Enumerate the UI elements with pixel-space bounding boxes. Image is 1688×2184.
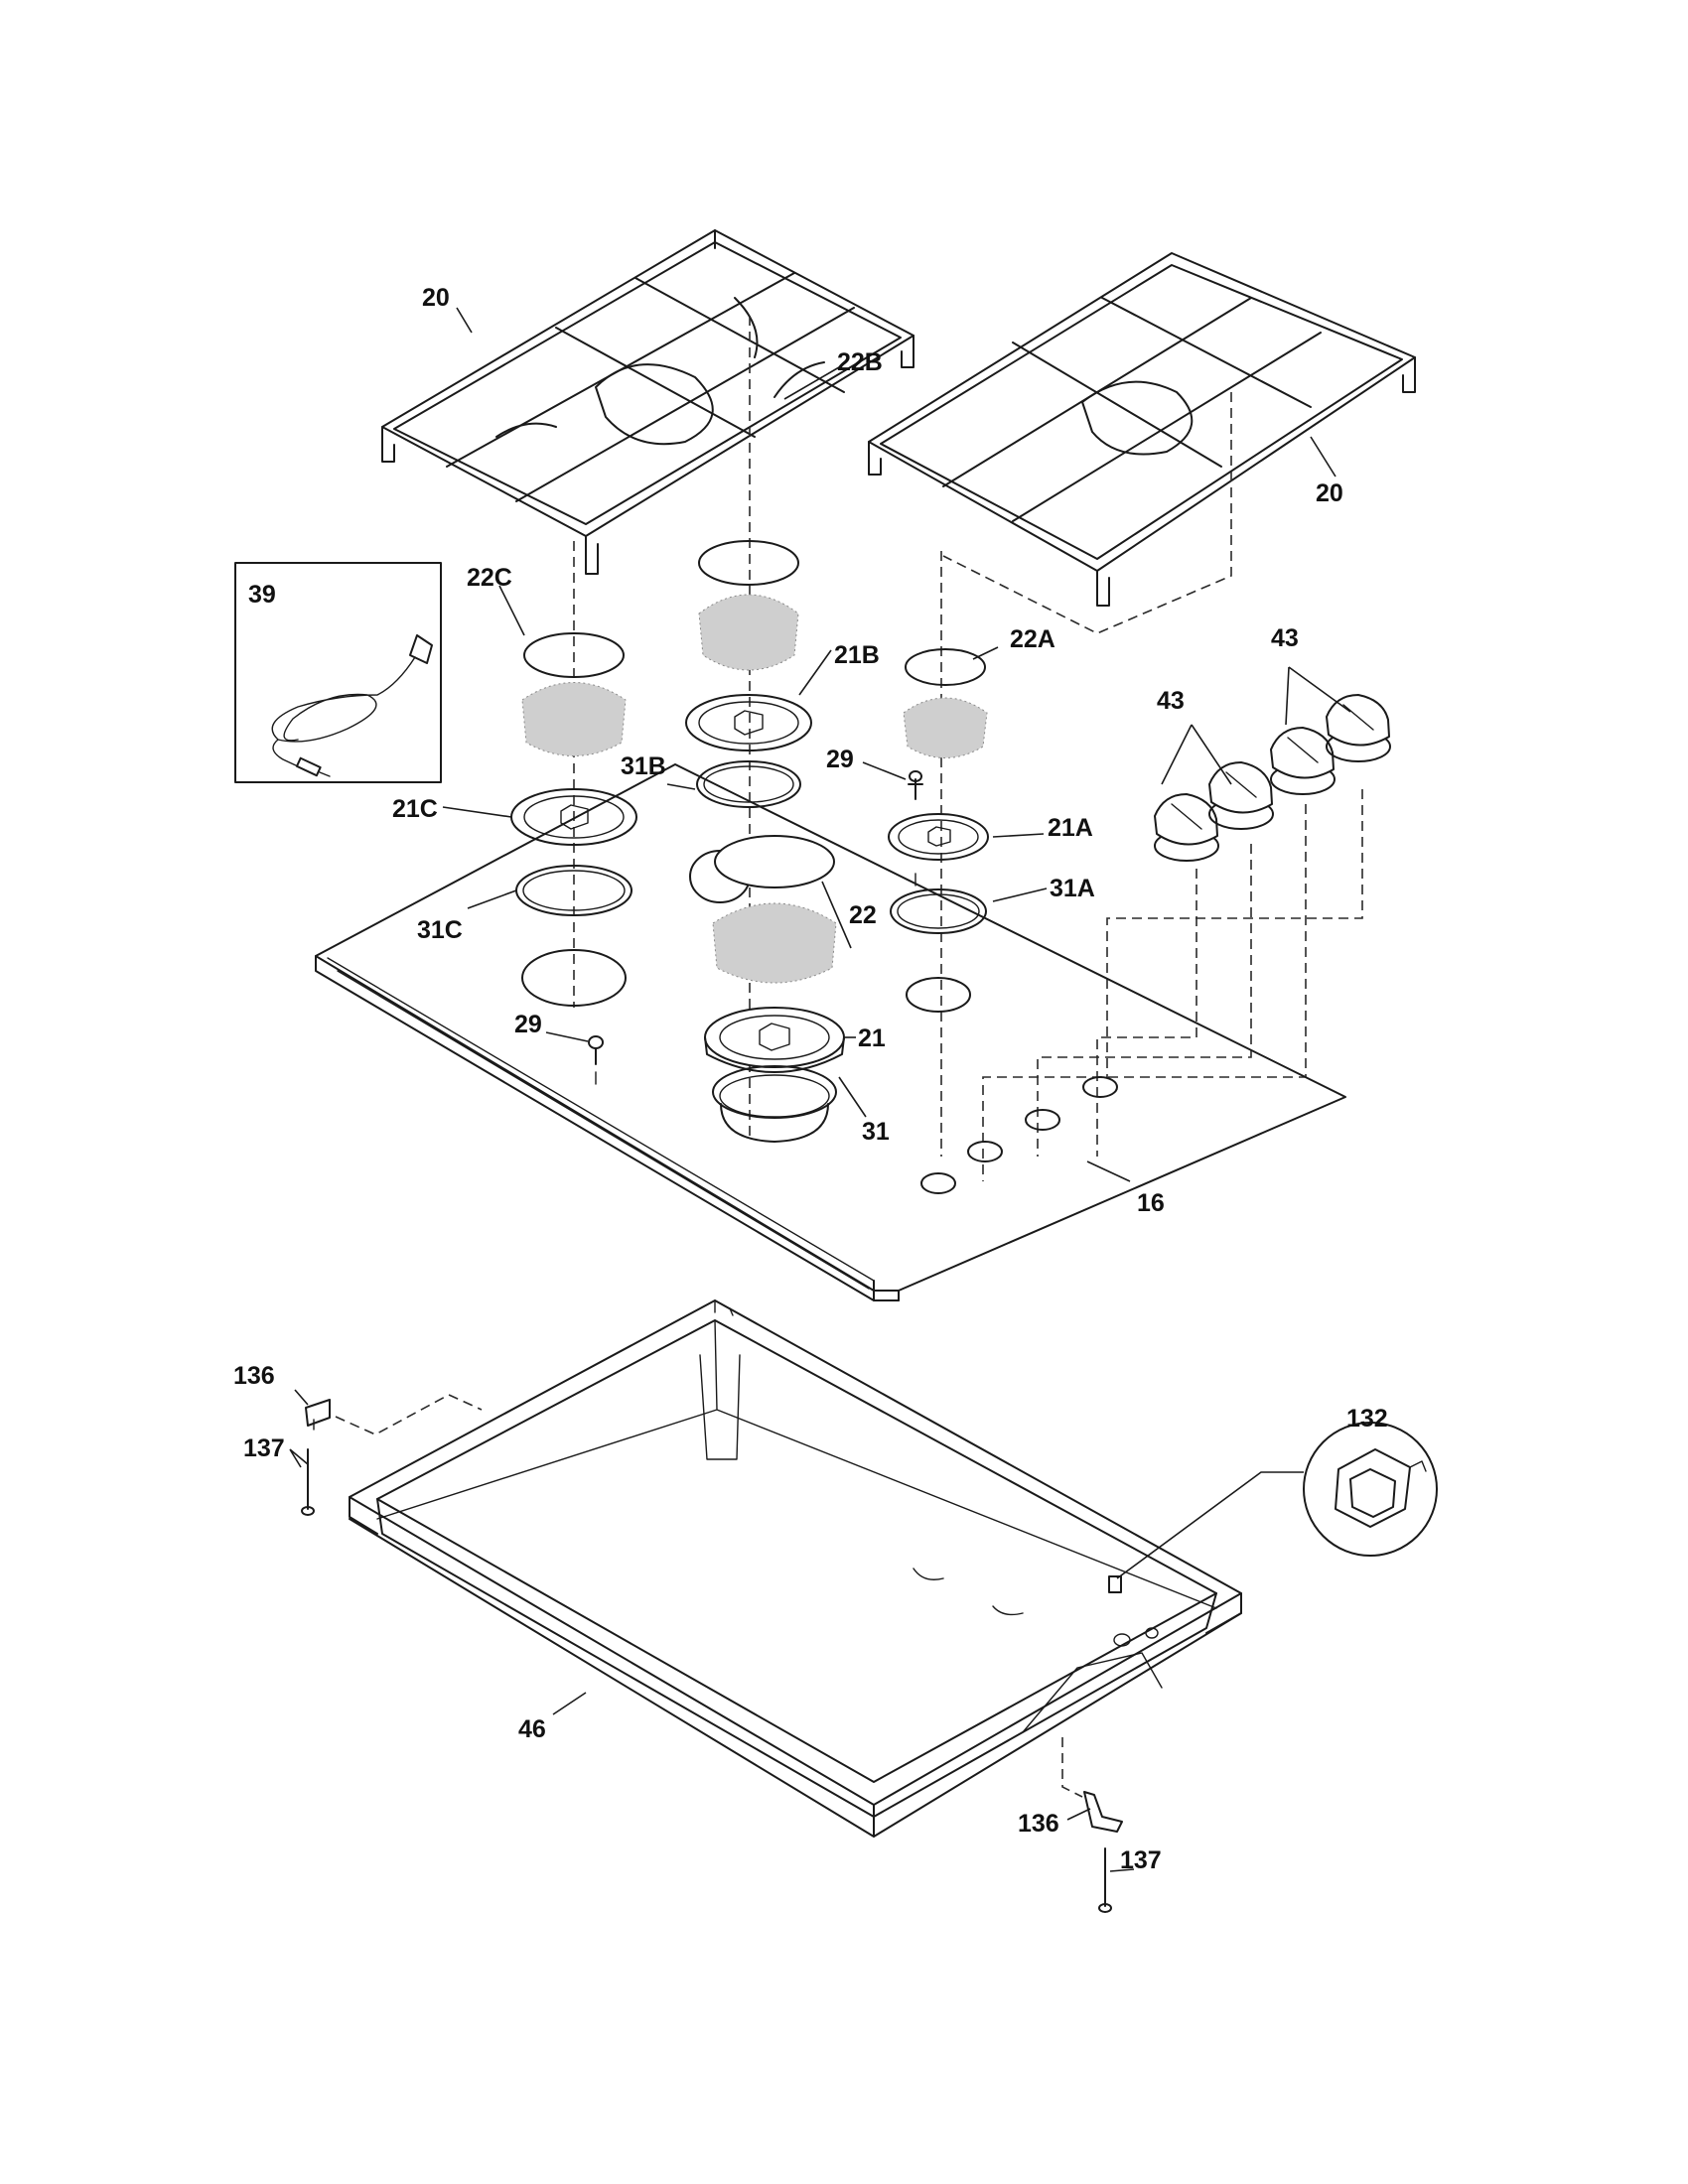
burner-center-rear	[685, 540, 812, 808]
callout-21c: 21C	[392, 795, 438, 823]
power-cord-box	[234, 562, 442, 783]
callout-29-lower: 29	[514, 1011, 542, 1038]
callout-31b: 31B	[621, 752, 666, 780]
burner-box	[349, 1299, 1242, 1838]
knob-2	[1208, 761, 1274, 830]
callout-21b: 21B	[834, 641, 880, 669]
callout-136-left: 136	[233, 1362, 275, 1390]
callout-31: 31	[862, 1118, 890, 1146]
callout-21a: 21A	[1048, 814, 1093, 842]
screw-left	[301, 1448, 315, 1516]
callout-31c: 31C	[417, 916, 463, 944]
callout-132: 132	[1346, 1405, 1388, 1433]
callout-22c: 22C	[467, 564, 512, 592]
electrode-lower	[588, 1035, 604, 1085]
assembly-lines	[335, 316, 1363, 1798]
callout-20-left: 20	[422, 284, 450, 312]
screw-right	[1098, 1847, 1112, 1913]
cooktop	[315, 763, 1346, 1301]
callout-22: 22	[849, 901, 877, 929]
callout-43-left: 43	[1157, 687, 1185, 715]
callout-22b: 22B	[837, 348, 883, 376]
callout-31a: 31A	[1050, 875, 1095, 902]
bracket-left	[305, 1399, 331, 1431]
burner-left	[510, 632, 637, 1007]
callout-137-left: 137	[243, 1434, 285, 1462]
callout-46: 46	[518, 1715, 546, 1743]
burner-right	[888, 648, 989, 1013]
callout-43-right: 43	[1271, 624, 1299, 652]
knob-3	[1270, 727, 1336, 795]
connector-132	[1108, 1422, 1438, 1593]
callout-39: 39	[248, 581, 276, 609]
callout-136-right: 136	[1018, 1810, 1059, 1838]
grate-right	[868, 252, 1416, 607]
callout-16: 16	[1137, 1189, 1165, 1217]
callout-29-upper: 29	[826, 746, 854, 773]
callout-21: 21	[858, 1024, 886, 1052]
burner-center-front	[689, 835, 845, 1143]
callout-22a: 22A	[1010, 625, 1055, 653]
leader-lines	[289, 307, 1351, 1872]
callout-20-right: 20	[1316, 479, 1343, 507]
callouts: 20 20 22B 22C 22A 22 21B 21C 21A 21 31B …	[233, 284, 1388, 1874]
grate-left	[381, 229, 914, 575]
callout-137-right: 137	[1120, 1846, 1162, 1874]
bracket-right	[1083, 1791, 1123, 1833]
knob-4	[1326, 694, 1391, 762]
knob-1	[1154, 793, 1219, 862]
electrode-upper	[908, 770, 923, 887]
